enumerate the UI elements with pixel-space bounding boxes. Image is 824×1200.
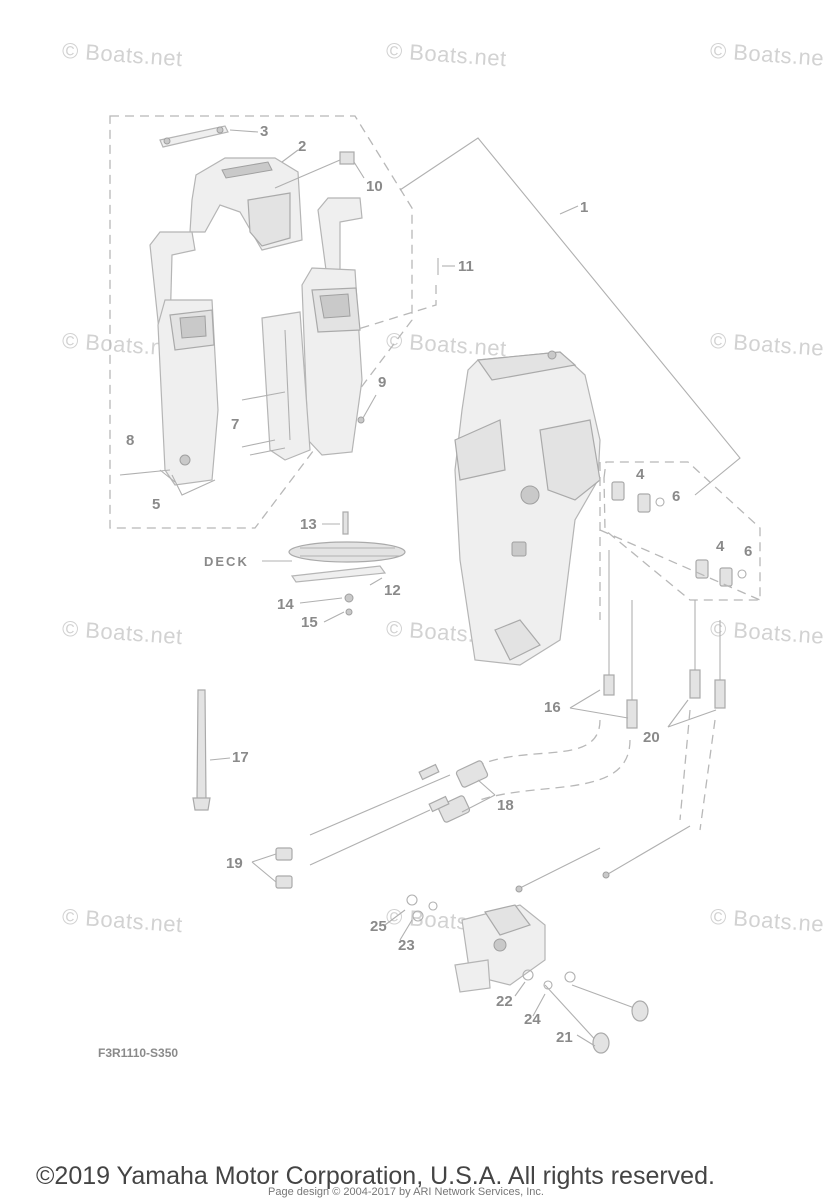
callout-1: 1 — [580, 199, 589, 216]
callout-14: 14 — [277, 596, 294, 613]
diagram-code: F3R1110-S350 — [98, 1046, 179, 1060]
callout-23: 23 — [398, 937, 415, 954]
main-remote-control-box — [454, 350, 601, 666]
callout-2: 2 — [298, 138, 307, 155]
copyright-notice: ©2019 Yamaha Motor Corporation, U.S.A. A… — [36, 1162, 715, 1190]
part-11 — [354, 258, 455, 331]
callout-18: 18 — [497, 797, 514, 814]
deck-parts — [262, 511, 406, 623]
callout-24: 24 — [524, 1011, 541, 1028]
callout-21: 21 — [556, 1029, 573, 1046]
deck-plate — [288, 541, 406, 563]
deck-label: DECK — [204, 554, 249, 569]
part-19-ends — [251, 825, 691, 893]
callout-12: 12 — [384, 582, 401, 599]
shift-throttle-cables — [469, 550, 726, 831]
part-2-cover — [189, 149, 303, 251]
part-18-adapters — [309, 760, 496, 866]
part-4-6-clips — [599, 462, 761, 620]
callout-5: 5 — [152, 496, 161, 513]
right-lever-assembly — [261, 197, 363, 461]
screws — [119, 391, 377, 483]
callout-7: 7 — [231, 416, 240, 433]
callout-17: 17 — [232, 749, 249, 766]
callout-10: 10 — [366, 178, 383, 195]
callout-20: 20 — [643, 729, 660, 746]
callout-11: 11 — [458, 258, 474, 275]
part-10 — [274, 151, 365, 189]
callout-9: 9 — [378, 374, 387, 391]
assembly-outline-right — [603, 461, 761, 601]
callout-4: 4 — [716, 538, 725, 555]
lower-shift-mechanism — [384, 894, 649, 1054]
leader-1 — [399, 137, 741, 496]
callout-22: 22 — [496, 993, 513, 1010]
footer-credit: Page design © 2004-2017 by ARI Network S… — [268, 1186, 544, 1198]
callout-8: 8 — [126, 432, 135, 449]
exploded-view-drawing — [109, 115, 761, 1054]
callout-15: 15 — [301, 614, 318, 631]
callout-6: 6 — [672, 488, 681, 505]
callout-6: 6 — [744, 543, 753, 560]
assembly-outline-left — [109, 115, 413, 529]
callout-16: 16 — [544, 699, 561, 716]
callout-19: 19 — [226, 855, 243, 872]
callout-13: 13 — [300, 516, 317, 533]
part-17-tie — [192, 689, 231, 811]
callout-25: 25 — [370, 918, 387, 935]
part-3-bracket — [159, 125, 259, 148]
callout-4: 4 — [636, 466, 645, 483]
callout-3: 3 — [260, 123, 269, 140]
left-lever-assembly — [149, 231, 219, 496]
